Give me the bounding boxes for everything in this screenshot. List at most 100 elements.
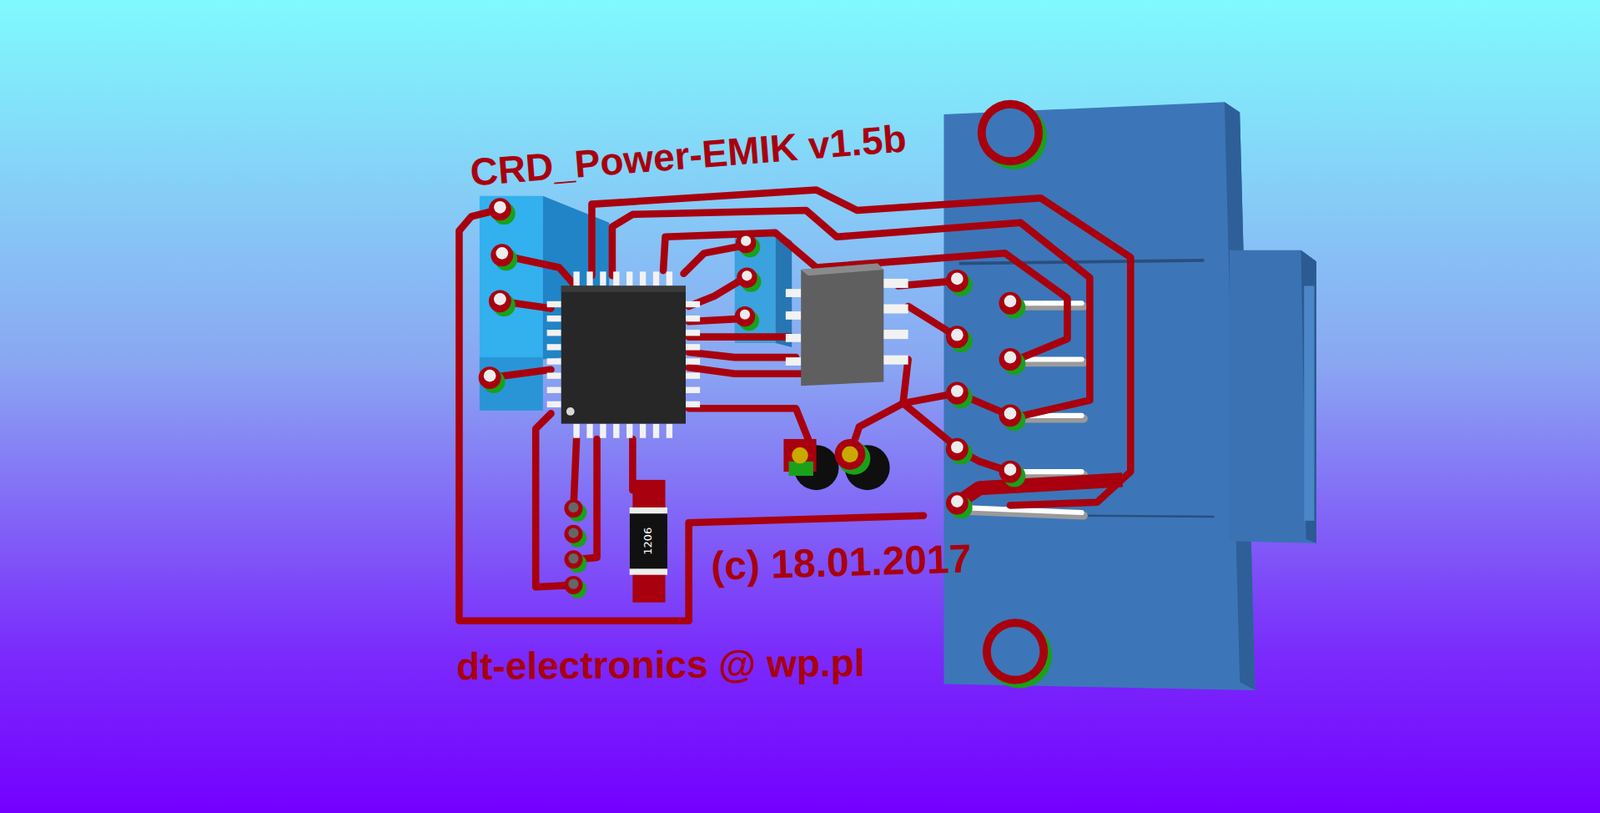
- smd-resistor: [629, 513, 668, 569]
- pin-tip: [1004, 462, 1017, 476]
- qfp-chip: [639, 271, 646, 286]
- board-title: CRD_Power-EMIK v1.5b: [468, 116, 909, 196]
- pin-tip: [950, 384, 964, 398]
- copper-trace: [689, 352, 796, 358]
- pin-tip: [739, 309, 750, 320]
- qfp-chip: [561, 285, 686, 423]
- pin-tip: [1004, 407, 1017, 420]
- soic-chip: [785, 333, 801, 343]
- qfp-chip: [685, 329, 700, 336]
- copper-trace-wide: [956, 479, 1123, 504]
- qfp-chip: [547, 387, 562, 393]
- jumper: [789, 461, 814, 476]
- db9-connector: [959, 260, 1205, 264]
- board-title-text: CRD_Power-EMIK v1.5b: [468, 116, 908, 195]
- silkscreen-contact: dt-electronics @ wp.pl: [456, 640, 866, 689]
- qfp-chip: [639, 423, 646, 438]
- through-hole-pad: [478, 197, 1022, 594]
- qfp-chip: [547, 329, 562, 336]
- qfp-chip: [685, 372, 700, 378]
- mounting-hole: [977, 100, 1043, 166]
- qfp-chip: [613, 423, 619, 438]
- qfp-chip: [547, 301, 562, 307]
- qfp-chip: [547, 315, 562, 322]
- soic-chip: [882, 329, 909, 339]
- pin-tip: [568, 502, 579, 513]
- pin-tip: [740, 236, 751, 247]
- db9-connector: [1229, 250, 1317, 544]
- through-hole-pad: [945, 381, 969, 404]
- through-hole-pad: [736, 266, 757, 287]
- db9-connector: [943, 101, 1255, 690]
- pin-tip: [950, 440, 964, 453]
- copper-trace: [684, 245, 748, 274]
- through-hole-pad: [563, 549, 583, 569]
- qfp-chip: [626, 423, 633, 438]
- db9-connector: [1301, 250, 1317, 544]
- pin-tip: [950, 328, 964, 342]
- pin-tip: [1004, 295, 1017, 308]
- label-text: (c) 18.01.2017: [709, 535, 972, 588]
- label-text: dt-electronics @ wp.pl: [456, 640, 866, 688]
- qfp-chip: [599, 423, 606, 438]
- through-hole-pad: [945, 269, 969, 292]
- qfp-chip: [547, 357, 562, 364]
- pin-tip: [950, 494, 964, 508]
- mounting-hole: [986, 108, 1036, 158]
- soic-chip: [785, 311, 801, 320]
- pin-tip: [741, 270, 752, 281]
- pin-tip: [950, 272, 964, 286]
- mounting-hole: [977, 100, 1052, 689]
- soic-chip: [785, 288, 801, 297]
- pcb-board: [458, 100, 1316, 690]
- qfp-chip: [547, 271, 700, 438]
- soic-chip: [785, 357, 801, 366]
- qfp-chip: [561, 285, 686, 292]
- smd-resistor: [629, 479, 668, 603]
- qfp-chip: [547, 271, 700, 438]
- jumper: [841, 446, 859, 463]
- copper-trace: [458, 190, 1131, 621]
- qfp-chip: [666, 271, 673, 286]
- jumper: [835, 438, 866, 470]
- soic-chip: [882, 278, 909, 288]
- qfp-chip: [685, 301, 700, 307]
- through-hole-pad: [488, 197, 512, 221]
- through-hole-pad: [563, 575, 583, 594]
- smd-resistor: [632, 571, 665, 603]
- through-hole-pad: [735, 232, 756, 253]
- soic-chip: [785, 263, 909, 387]
- through-hole-pad: [488, 289, 512, 312]
- through-hole-pad: [563, 524, 583, 544]
- mounting-hole: [982, 618, 1048, 684]
- copper-trace: [689, 332, 791, 341]
- pin-tip: [483, 369, 497, 383]
- pin-tip: [568, 527, 579, 538]
- soic-chip: [882, 304, 909, 314]
- qfp-chip: [626, 271, 633, 286]
- through-hole-pad: [563, 498, 583, 518]
- pin-header-middle: [734, 230, 776, 343]
- mounting-hole: [991, 626, 1041, 676]
- pin-tip: [483, 201, 1017, 589]
- through-hole-pad: [999, 347, 1022, 371]
- pin-tip: [495, 246, 509, 260]
- through-hole-pad-shadow: [483, 201, 1027, 599]
- label-text: 1206: [642, 526, 655, 554]
- smd-resistor: [632, 479, 665, 511]
- qfp-chip: [653, 423, 660, 438]
- qfp-chip: [685, 357, 700, 364]
- soic-chip: [800, 263, 884, 277]
- pin-header-middle: [734, 230, 792, 347]
- part-marking: 1206: [642, 523, 656, 557]
- soic-chip: [800, 263, 884, 387]
- pin-tip: [568, 578, 579, 589]
- qfp-chip: [586, 423, 593, 438]
- through-hole-pad: [478, 366, 502, 389]
- qfp-chip: [685, 401, 700, 408]
- qfp-chip: [685, 387, 700, 393]
- copper-trace: [689, 367, 802, 373]
- db9-connector: [1303, 285, 1314, 520]
- through-hole-pad: [999, 403, 1022, 427]
